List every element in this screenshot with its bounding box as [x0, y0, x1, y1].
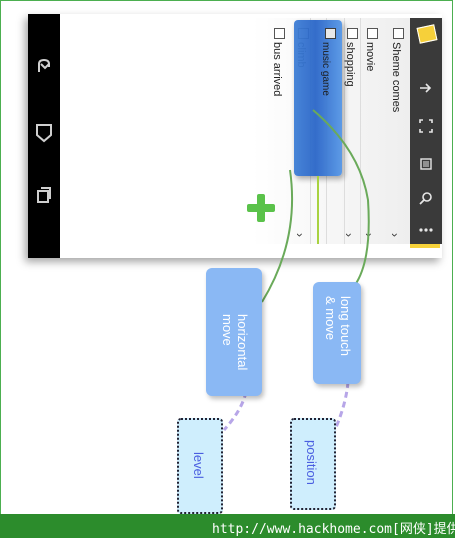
keyword-label: level [191, 452, 206, 479]
source-footer: http://www.hackhome.com[网侠]提供 [0, 514, 455, 538]
item-label: movie [364, 42, 376, 72]
horizontal-move-callout: horizontal move [206, 268, 262, 396]
search-icon[interactable] [416, 188, 436, 208]
fullscreen-icon[interactable] [416, 116, 436, 136]
list-item[interactable]: movie › [362, 26, 382, 237]
dragging-list-item[interactable]: music game [294, 20, 342, 176]
footer-url[interactable]: http://www.hackhome.com[网侠]提供 [212, 522, 455, 537]
item-label: Sheme comes [390, 42, 402, 113]
item-label: shopping [344, 42, 356, 87]
keyword-label: position [304, 440, 319, 485]
drop-indicator [317, 176, 319, 244]
item-label: music game [320, 42, 331, 96]
callout-label: long touch & move [323, 296, 353, 356]
attach-icon[interactable] [416, 154, 436, 174]
share-icon[interactable] [416, 78, 436, 98]
back-icon[interactable] [34, 56, 54, 78]
item-label: bus arrived [271, 42, 283, 97]
more-icon[interactable] [416, 220, 436, 240]
recent-apps-icon[interactable] [34, 184, 54, 206]
home-icon[interactable] [34, 122, 54, 144]
list-item[interactable]: bus arrived [271, 26, 289, 226]
long-touch-callout: long touch & move [313, 282, 361, 384]
list-item[interactable]: Sheme comes › [388, 26, 408, 237]
item-checkbox[interactable] [367, 28, 378, 39]
position-keyword: position [290, 418, 336, 510]
android-nav-bar [28, 14, 60, 258]
item-checkbox[interactable] [393, 28, 404, 39]
action-toolbar [410, 18, 442, 244]
callout-label: horizontal move [220, 314, 250, 371]
level-keyword: level [177, 418, 223, 514]
add-plus-icon[interactable] [247, 194, 275, 222]
item-checkbox[interactable] [274, 28, 285, 39]
list-item[interactable]: shopping › [342, 26, 362, 237]
item-checkbox[interactable] [347, 28, 358, 39]
item-checkbox[interactable] [325, 28, 336, 39]
phone-screenshot: Sheme comes › movie › shopping › climb ›… [28, 14, 442, 258]
